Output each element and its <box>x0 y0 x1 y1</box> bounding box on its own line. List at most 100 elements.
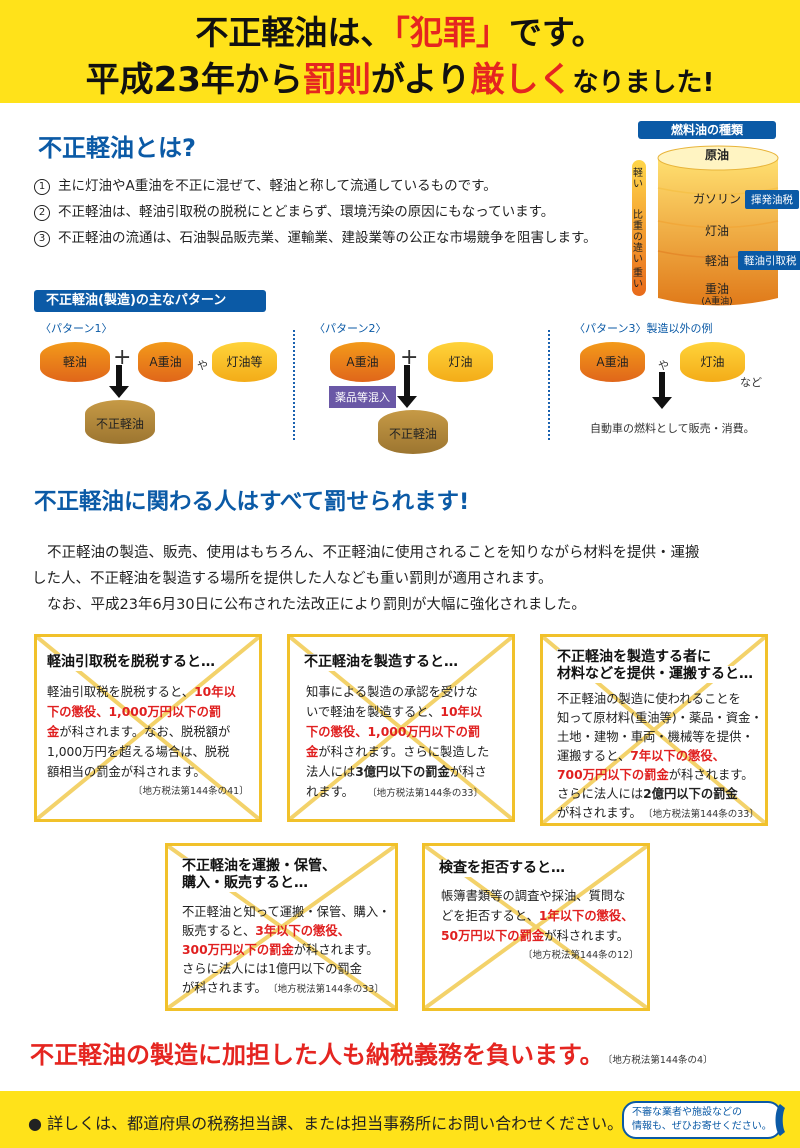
box-line: さらに法人には1億円以下の罰金 <box>182 962 362 976</box>
drum-a-heavy: A重油 <box>330 342 395 382</box>
box-text: どを拒否すると、 <box>441 909 539 923</box>
penalty-text: 7年以下の懲役、 <box>630 749 725 763</box>
box-title: 不正軽油を製造すると… <box>304 654 458 671</box>
headline-text: 不正軽油は、 <box>195 13 394 52</box>
tag-gasoline-tax: 揮発油税 <box>745 190 799 209</box>
pattern3-note: 自動車の燃料として販売・消費。 <box>590 422 755 435</box>
footer-text: 詳しくは、都道府県の税務担当課、または担当事務所にお問い合わせください。 <box>47 1114 624 1133</box>
drum-a-heavy: A重油 <box>580 342 645 382</box>
divider <box>293 330 295 440</box>
penalty-text: 300万円以下の罰金 <box>182 943 294 957</box>
footer-contact-text: ● 詳しくは、都道府県の税務担当課、または担当事務所にお問い合わせください。 <box>28 1110 623 1134</box>
penalty-text: 50万円以下の罰金 <box>441 929 545 943</box>
fuel-kerosene: 灯油 <box>704 224 729 238</box>
box-text: さらに法人には <box>557 787 644 801</box>
box-title: 不正軽油を運搬・保管、 <box>182 858 336 875</box>
tax-obligation-notice: 不正軽油の製造に加担した人も納税義務を負います。〔地方税法第144条の4〕 <box>30 1035 713 1070</box>
box-text: が科されます。さらに製造した <box>318 745 490 759</box>
box-line: 金が科されます。なお、脱税額が <box>47 722 230 742</box>
penalty-box-transport: 不正軽油を運搬・保管、 購入・販売すると… 不正軽油と知って運搬・保管、購入・ … <box>165 843 398 1011</box>
tax-obligation-title: 不正軽油の製造に加担した人も納税義務を負います。 <box>30 1041 604 1069</box>
phone-icon <box>775 1104 785 1136</box>
patterns-title: 不正軽油(製造)の主なパターン <box>34 290 266 312</box>
section-title-punish: 不正軽油に関わる人はすべて罰せられます! <box>34 489 470 515</box>
box-title: 軽油引取税を脱税すると… <box>47 654 215 671</box>
list-item: 2 不正軽油は、軽油引取税の脱税にとどまらず、環境汚染の原因にもなっています。 <box>34 200 554 221</box>
box-line: 土地・建物・車両・機械等を提供・ <box>557 730 754 744</box>
penalty-text: 金 <box>47 725 60 739</box>
law-reference: 〔地方税法第144条の12〕 <box>523 950 639 961</box>
box-line: 1,000万円を超える場合は、脱税 <box>47 745 230 759</box>
box-line: 法人には3億円以下の罰金が科さ <box>306 762 487 782</box>
footer-note-line: 情報も、ぜひお寄せください。 <box>632 1121 772 1132</box>
divider <box>548 330 550 440</box>
penalty-box-inspection: 検査を拒否すると… 帳簿書類等の調査や採油、質問な どを拒否すると、1年以下の懲… <box>422 843 650 1011</box>
section-title-what-is: 不正軽油とは? <box>38 134 196 162</box>
box-text: が科さ <box>449 765 487 779</box>
fuel-heavy-oil: 重油 <box>704 282 729 296</box>
item-text: 不正軽油は、軽油引取税の脱税にとどまらず、環境汚染の原因にもなっています。 <box>58 204 555 220</box>
fuel-gasoline: ガソリン <box>692 192 741 206</box>
box-line: 300万円以下の罰金が科されます。 <box>182 940 379 960</box>
drum-a-heavy: A重油 <box>138 342 193 382</box>
pattern1-label: 〈パターン1〉 <box>40 322 113 335</box>
box-text: 法人には <box>306 765 356 779</box>
headline-highlight: 罰則 <box>302 60 371 100</box>
gravity-label: 比重の違い <box>633 210 643 265</box>
box-text: 軽油引取税を脱税すると、 <box>47 685 195 699</box>
law-reference: 〔地方税法第144条の41〕 <box>133 786 249 797</box>
fuel-crude: 原油 <box>704 148 729 162</box>
penalty-text: 下の懲役、1,000万円以下の罰 <box>47 705 222 719</box>
penalty-box-manufacture: 不正軽油を製造すると… 知事による製造の承認を受けな いで軽油を製造すると、10… <box>287 634 515 822</box>
box-text: 運搬すると、 <box>557 749 631 763</box>
footer-note-bubble: 不審な業者や施設などの 情報も、ぜひお寄せください。 <box>622 1101 782 1139</box>
law-reference: 〔地方税法第144条の33〕 <box>647 809 759 820</box>
law-reference: 〔地方税法第144条の33〕 <box>272 984 384 995</box>
penalty-box-evasion: 軽油引取税を脱税すると… 軽油引取税を脱税すると、10年以 下の懲役、1,000… <box>34 634 262 822</box>
gravity-heavy-label: 重い <box>633 268 643 290</box>
box-line: 不正軽油と知って運搬・保管、購入・ <box>182 905 391 919</box>
box-title: 検査を拒否すると… <box>439 860 565 877</box>
drum-illegal-diesel: 不正軽油 <box>378 410 448 454</box>
headline-line1: 不正軽油は、「犯罪」です。 <box>0 6 800 54</box>
law-reference: 〔地方税法第144条の4〕 <box>607 1055 713 1066</box>
box-text: が科されます。 <box>544 929 630 943</box>
box-line: 50万円以下の罰金が科されます。 <box>441 926 629 946</box>
gravity-light-label: 軽い <box>633 168 643 190</box>
headline-text: なりました! <box>572 68 715 98</box>
box-line: 知って原材料(重油等)・薬品・資金・ <box>557 711 763 725</box>
fuel-a-heavy: (A重油) <box>701 297 733 307</box>
footer-note-line: 不審な業者や施設などの <box>632 1107 742 1118</box>
box-line: が科されます。〔地方税法第144条の33〕 <box>182 978 384 1000</box>
box-line: 知事による製造の承認を受けな <box>306 685 478 699</box>
arrow-down-icon <box>652 397 672 409</box>
box-line: 金が科されます。さらに製造した <box>306 742 489 762</box>
headline-line2: 平成23年から罰則がより厳しくなりました! <box>0 52 800 101</box>
headline-highlight: 「犯罪」 <box>393 13 509 52</box>
box-title: 材料などを提供・運搬すると… <box>557 666 753 683</box>
penalty-text: 下の懲役、1,000万円以下の罰 <box>306 725 481 739</box>
drum-diesel: 軽油 <box>40 342 110 382</box>
box-text: が科されます。 <box>293 943 379 957</box>
etc-text: など <box>740 376 762 389</box>
tag-diesel-tax: 軽油引取税 <box>738 251 800 270</box>
box-line: どを拒否すると、1年以下の懲役、 <box>441 906 634 926</box>
fuel-types-title: 燃料油の種類 <box>638 121 776 139</box>
box-title: 不正軽油を製造する者に <box>557 649 711 666</box>
pattern3-label: 〈パターン3〉製造以外の例 <box>574 322 713 335</box>
item-number: 2 <box>34 205 50 221</box>
arrow-stem <box>116 365 122 387</box>
box-line: 不正軽油の製造に使われることを <box>557 692 741 706</box>
headline-text: がより <box>370 60 471 100</box>
box-line: 額相当の罰金が科されます。 <box>47 765 206 779</box>
arrow-stem <box>659 372 665 398</box>
punish-paragraph: なお、平成23年6月30日に公布された法改正により罰則が大幅に強化されました。 <box>47 597 586 613</box>
penalty-box-supply: 不正軽油を製造する者に 材料などを提供・運搬すると… 不正軽油の製造に使われるこ… <box>540 634 768 826</box>
item-text: 主に灯油やA重油を不正に混ぜて、軽油と称して流通しているものです。 <box>58 178 497 194</box>
punish-paragraph: 不正軽油の製造、販売、使用はもちろん、不正軽油に使用されることを知りながら材料を… <box>47 545 700 561</box>
box-text: が科されます。なお、脱税額が <box>59 725 231 739</box>
drum-kerosene: 灯油 <box>680 342 745 382</box>
penalty-text: 2億円以下の罰金 <box>643 787 738 801</box>
